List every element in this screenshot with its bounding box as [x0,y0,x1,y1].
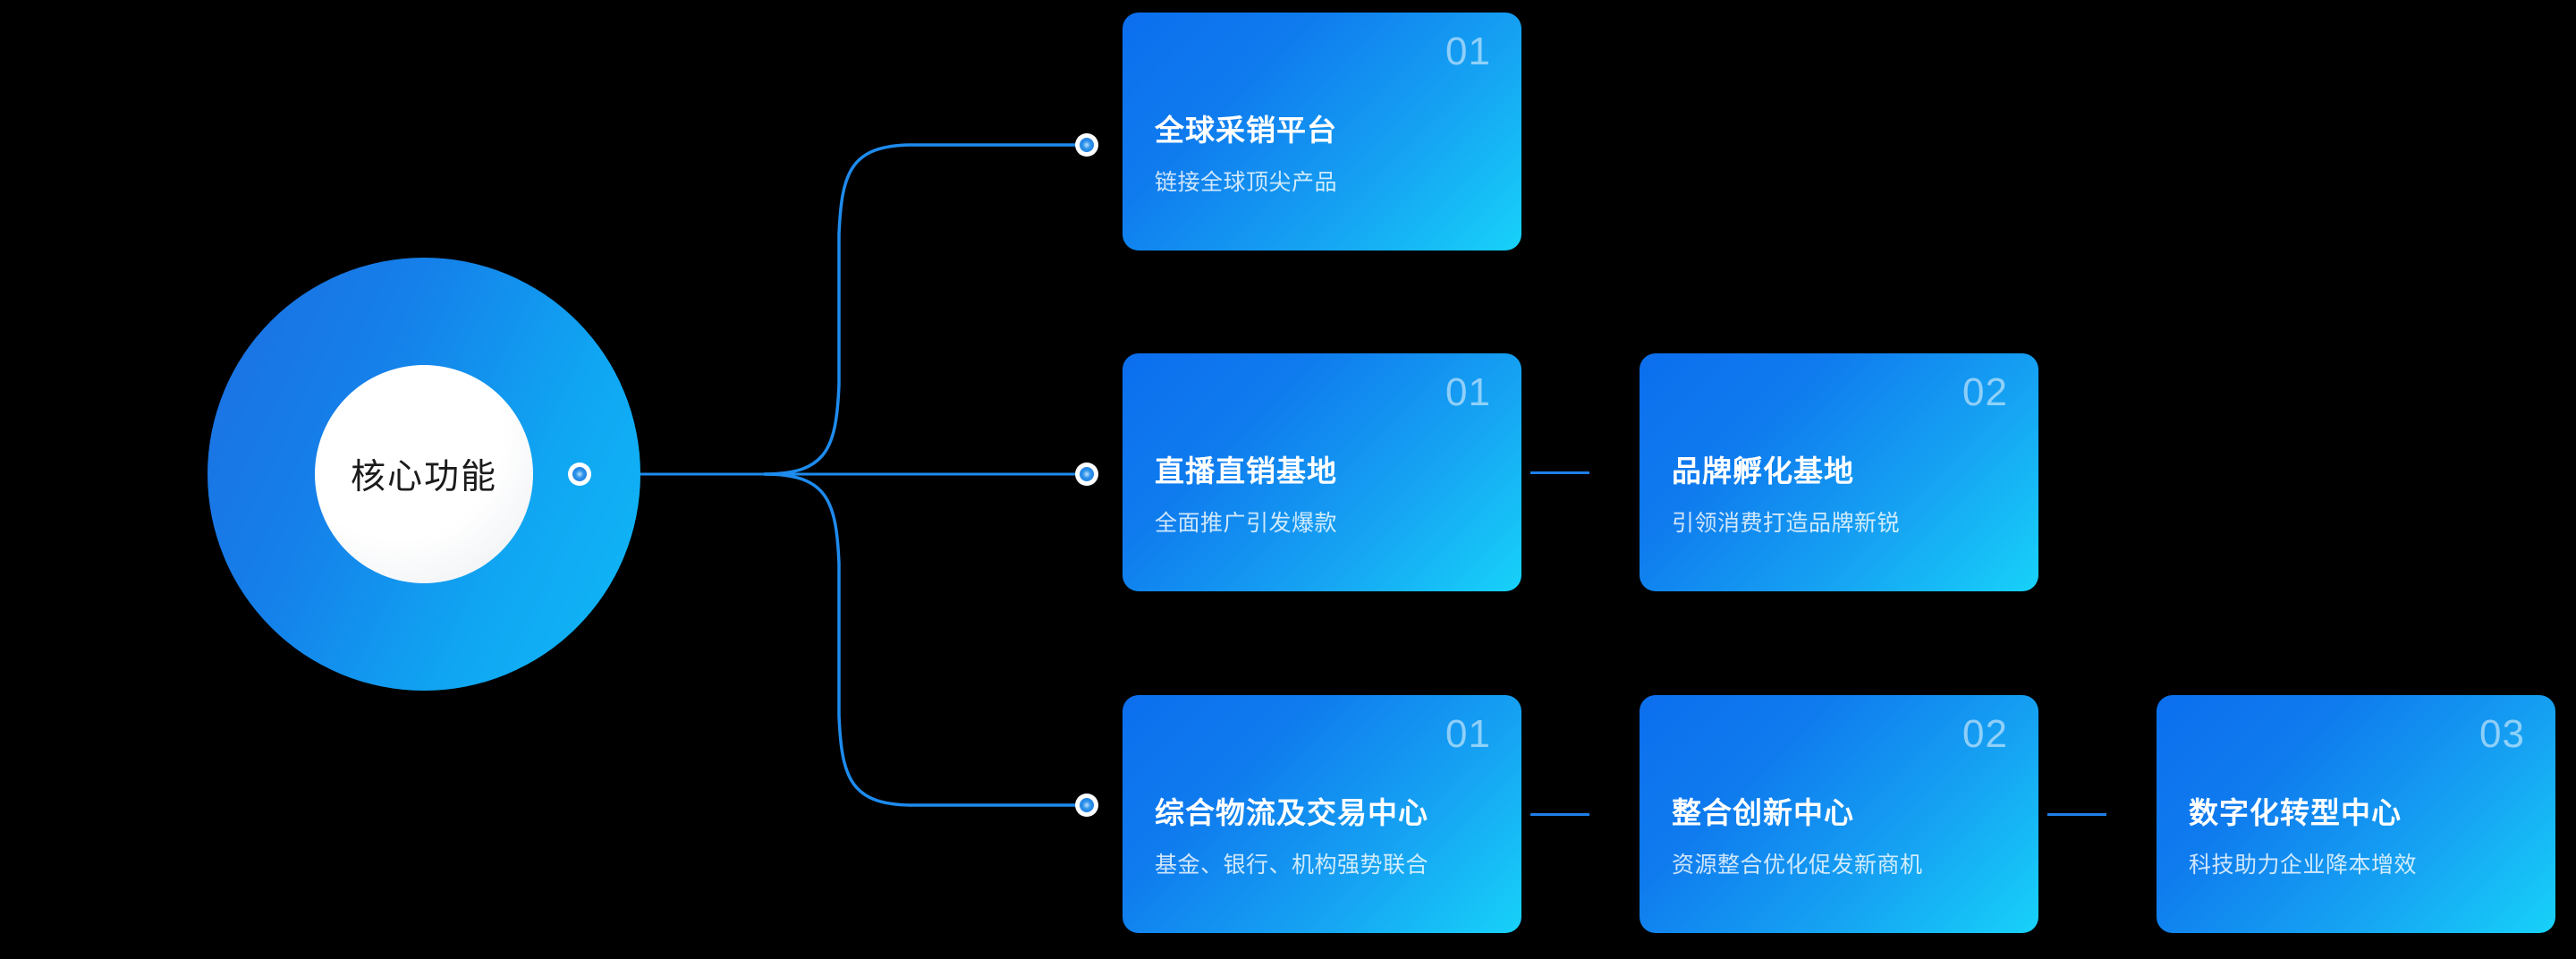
card-number: 03 [2479,712,2525,756]
connector-node-dot-branch-2[interactable] [1075,463,1098,486]
card-number: 02 [1962,712,2008,756]
feature-card-b3-c3[interactable]: 03 数字化转型中心 科技助力企业降本增效 [2157,695,2555,933]
card-title: 品牌孵化基地 [1672,454,1854,488]
feature-card-b1-c1[interactable]: 01 全球采销平台 链接全球顶尖产品 [1123,13,1521,250]
card-subtitle: 基金、银行、机构强势联合 [1155,853,1429,878]
card-subtitle: 科技助力企业降本增效 [2189,853,2418,878]
card-number: 01 [1445,370,1491,414]
card-link-b2-1-2 [1530,471,1589,474]
card-subtitle: 引领消费打造品牌新锐 [1672,511,1901,536]
card-number: 02 [1962,370,2008,414]
connector-node-dot-branch-1[interactable] [1075,133,1098,157]
card-subtitle: 资源整合优化促发新商机 [1672,853,1923,878]
card-link-b3-2-3 [2047,813,2106,816]
card-title: 直播直销基地 [1155,454,1337,488]
connector-node-dot-hub[interactable] [568,463,591,486]
card-subtitle: 全面推广引发爆款 [1155,511,1338,536]
card-title: 整合创新中心 [1672,796,1854,829]
card-number: 01 [1445,30,1491,73]
card-number: 01 [1445,712,1491,756]
feature-card-b2-c2[interactable]: 02 品牌孵化基地 引领消费打造品牌新锐 [1640,353,2038,591]
feature-card-b3-c2[interactable]: 02 整合创新中心 资源整合优化促发新商机 [1640,695,2038,933]
card-subtitle: 链接全球顶尖产品 [1155,170,1338,195]
connector-node-dot-branch-3[interactable] [1075,794,1098,817]
card-title: 综合物流及交易中心 [1155,796,1428,829]
branch-line-top [763,143,1077,476]
card-title: 数字化转型中心 [2189,796,2402,829]
feature-card-b3-c1[interactable]: 01 综合物流及交易中心 基金、银行、机构强势联合 [1123,695,1521,933]
branch-line-bottom [763,472,1077,807]
core-hub-label: 核心功能 [350,458,497,496]
card-title: 全球采销平台 [1155,114,1337,147]
core-hub-inner: 核心功能 [315,365,533,583]
card-link-b3-1-2 [1530,813,1589,816]
feature-card-b2-c1[interactable]: 01 直播直销基地 全面推广引发爆款 [1123,353,1521,591]
